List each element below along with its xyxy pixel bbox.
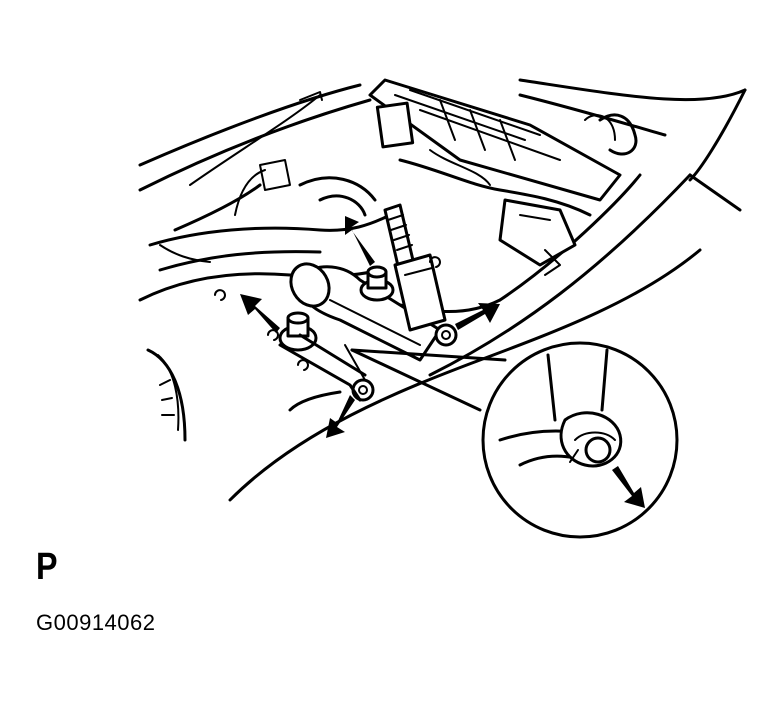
- detail-circle: [481, 341, 679, 539]
- arrow-lower-bolt: [326, 395, 355, 438]
- figure-code-label: G00914062: [36, 610, 156, 635]
- center-hose: [289, 262, 442, 362]
- arrow-left-bolt: [240, 294, 280, 333]
- pin-letter-label: P: [36, 546, 58, 588]
- bolt-lower: [351, 378, 375, 402]
- relay-box: [368, 78, 622, 276]
- bolts: [278, 265, 458, 402]
- callout-arrows: [240, 216, 645, 508]
- bolt-center: [359, 265, 395, 302]
- wheel-arch: [146, 348, 342, 442]
- arrow-center-bolt: [345, 216, 375, 266]
- arrow-detail: [612, 466, 645, 508]
- detail-leader-lines: [350, 348, 507, 412]
- body-outline: [138, 78, 747, 192]
- sensor-rod: [383, 203, 447, 332]
- arrow-right-clip: [455, 303, 500, 330]
- clip-right: [434, 323, 458, 347]
- bolt-left: [278, 311, 318, 352]
